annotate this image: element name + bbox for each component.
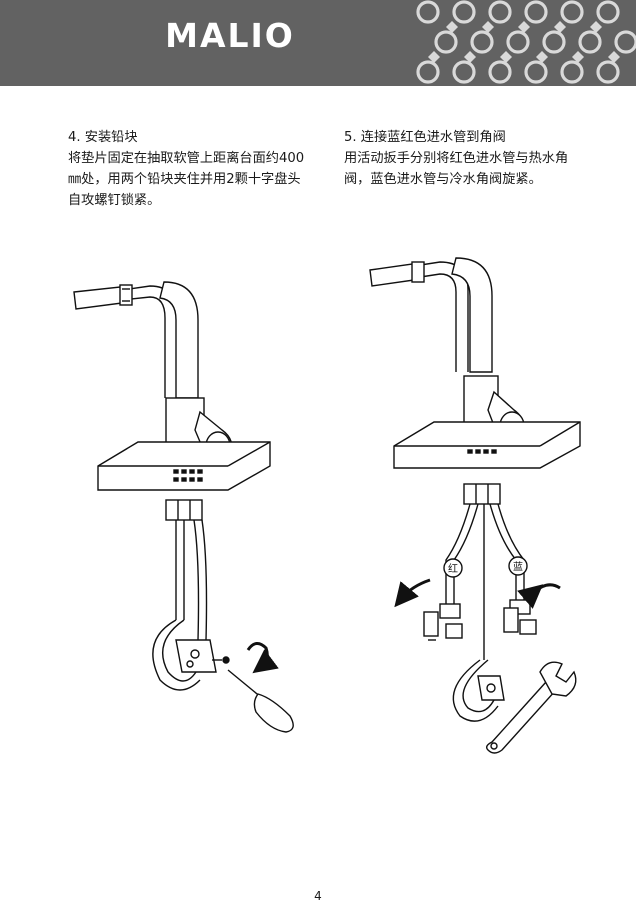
installation-illustrations: 红 蓝 <box>73 257 581 754</box>
step-4-body: 将垫片固定在抽取软管上距离台面约400㎜处，用两个铅块夹住并用2颗十字盘头自攻螺… <box>68 151 305 208</box>
step-5-title: 5. 连接蓝红色进水管到角阀 <box>344 130 506 145</box>
decorative-pattern <box>416 0 636 84</box>
page-number: 4 <box>314 889 322 903</box>
red-hose-tag: 红 <box>448 562 458 575</box>
faucet-illustration-step-4 <box>73 281 294 733</box>
header-band: MALIO <box>0 0 636 86</box>
faucet-illustration-step-5 <box>369 257 581 754</box>
step-5-body: 用活动扳手分别将红色进水管与热水角阀，蓝色进水管与冷水角阀旋紧。 <box>344 151 569 187</box>
blue-hose-tag: 蓝 <box>513 561 523 573</box>
step-5-text: 5. 连接蓝红色进水管到角阀 用活动扳手分别将红色进水管与热水角阀，蓝色进水管与… <box>344 127 584 190</box>
brand-logo: MALIO <box>165 16 295 55</box>
step-4-title: 4. 安装铅块 <box>68 130 138 145</box>
step-4-text: 4. 安装铅块 将垫片固定在抽取软管上距离台面约400㎜处，用两个铅块夹住并用2… <box>68 127 308 211</box>
